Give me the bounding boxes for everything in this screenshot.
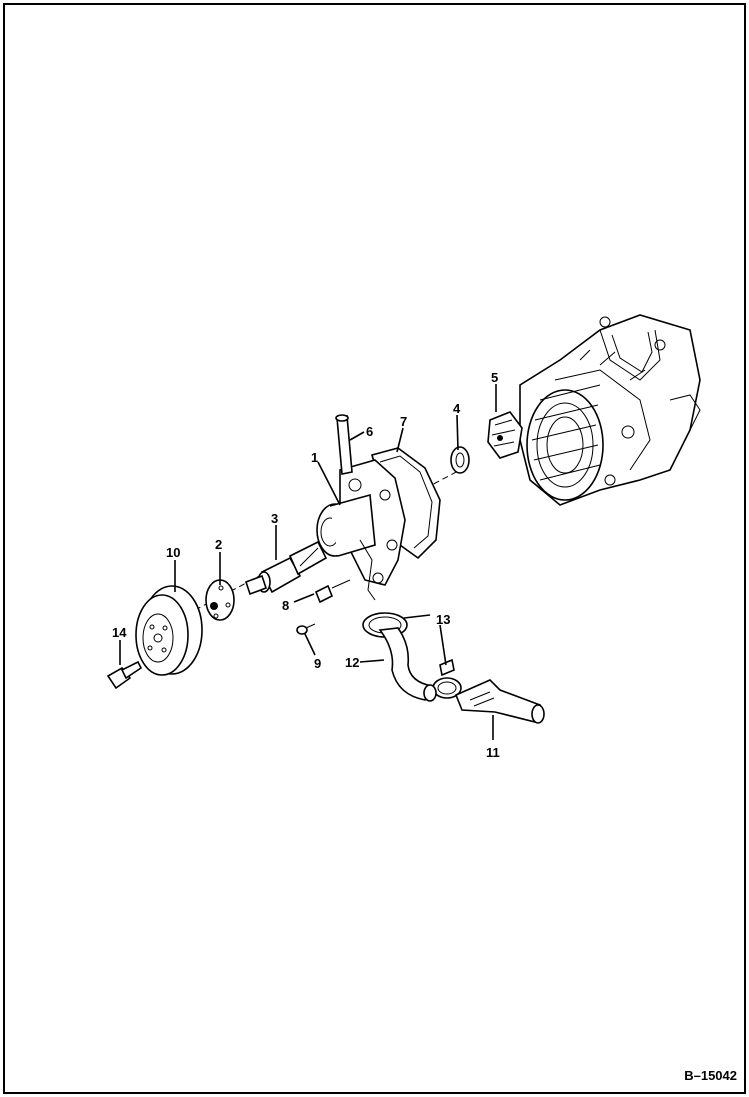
pump-housing	[316, 459, 406, 601]
pin	[296, 623, 316, 635]
callout-12: 12	[345, 655, 359, 670]
fitting	[314, 579, 351, 604]
callout-3: 3	[271, 511, 278, 526]
hub	[205, 579, 235, 621]
shaft-bearing	[244, 540, 328, 596]
seal	[450, 446, 470, 474]
hose	[378, 627, 437, 702]
bolt	[106, 660, 143, 690]
callout-11: 11	[486, 745, 500, 760]
callout-5: 5	[491, 370, 498, 385]
callout-14: 14	[112, 625, 127, 640]
pulley	[135, 585, 203, 676]
callout-1: 1	[311, 450, 318, 465]
outlet-pipe	[454, 679, 545, 724]
callout-6: 6	[366, 424, 373, 439]
figure-code: B–15042	[684, 1068, 737, 1083]
callout-8: 8	[282, 598, 289, 613]
callout-2: 2	[215, 537, 222, 552]
callout-10: 10	[166, 545, 180, 560]
pipe	[335, 414, 353, 475]
engine-block	[519, 314, 701, 506]
callout-4: 4	[453, 401, 461, 416]
leader-lines	[119, 384, 497, 740]
callout-labels: 1 2 3 4 5 6 7 8 9 10 11 12 13 14	[112, 370, 500, 760]
callout-13: 13	[436, 612, 450, 627]
callout-9: 9	[314, 656, 321, 671]
impeller	[487, 411, 523, 459]
callout-7: 7	[400, 414, 407, 429]
